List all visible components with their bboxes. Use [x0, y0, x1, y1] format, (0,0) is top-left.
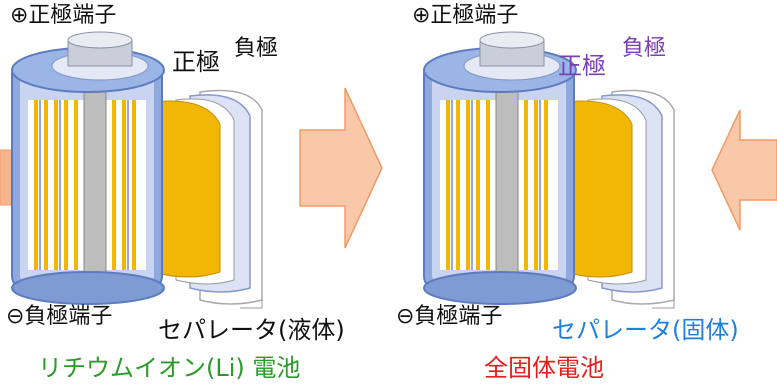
left-separator-label: セパレータ(液体): [158, 316, 345, 344]
right-separator-label: セパレータ(固体): [552, 316, 739, 344]
right-edge-arrow: [711, 109, 777, 231]
all-solid-state-battery-illustration: [423, 31, 675, 309]
right-negative-terminal-label: ⊖負極端子: [396, 304, 503, 329]
right-negative-electrode-label: 負極: [622, 36, 667, 61]
right-positive-terminal-label: ⊕正極端子: [412, 3, 519, 28]
left-negative-terminal-label: ⊖負極端子: [6, 304, 113, 329]
right-positive-electrode-label: 正極: [558, 52, 606, 80]
right-battery-title: 全固体電池: [484, 354, 604, 382]
left-positive-terminal-label: ⊕正極端子: [10, 3, 117, 28]
left-battery-title: リチウムイオン(Li) 電池: [38, 354, 301, 382]
li-ion-battery-illustration: [11, 31, 263, 309]
left-negative-electrode-label: 負極: [234, 36, 279, 61]
transition-arrow: [299, 87, 383, 249]
left-positive-electrode-label: 正極: [172, 48, 220, 76]
